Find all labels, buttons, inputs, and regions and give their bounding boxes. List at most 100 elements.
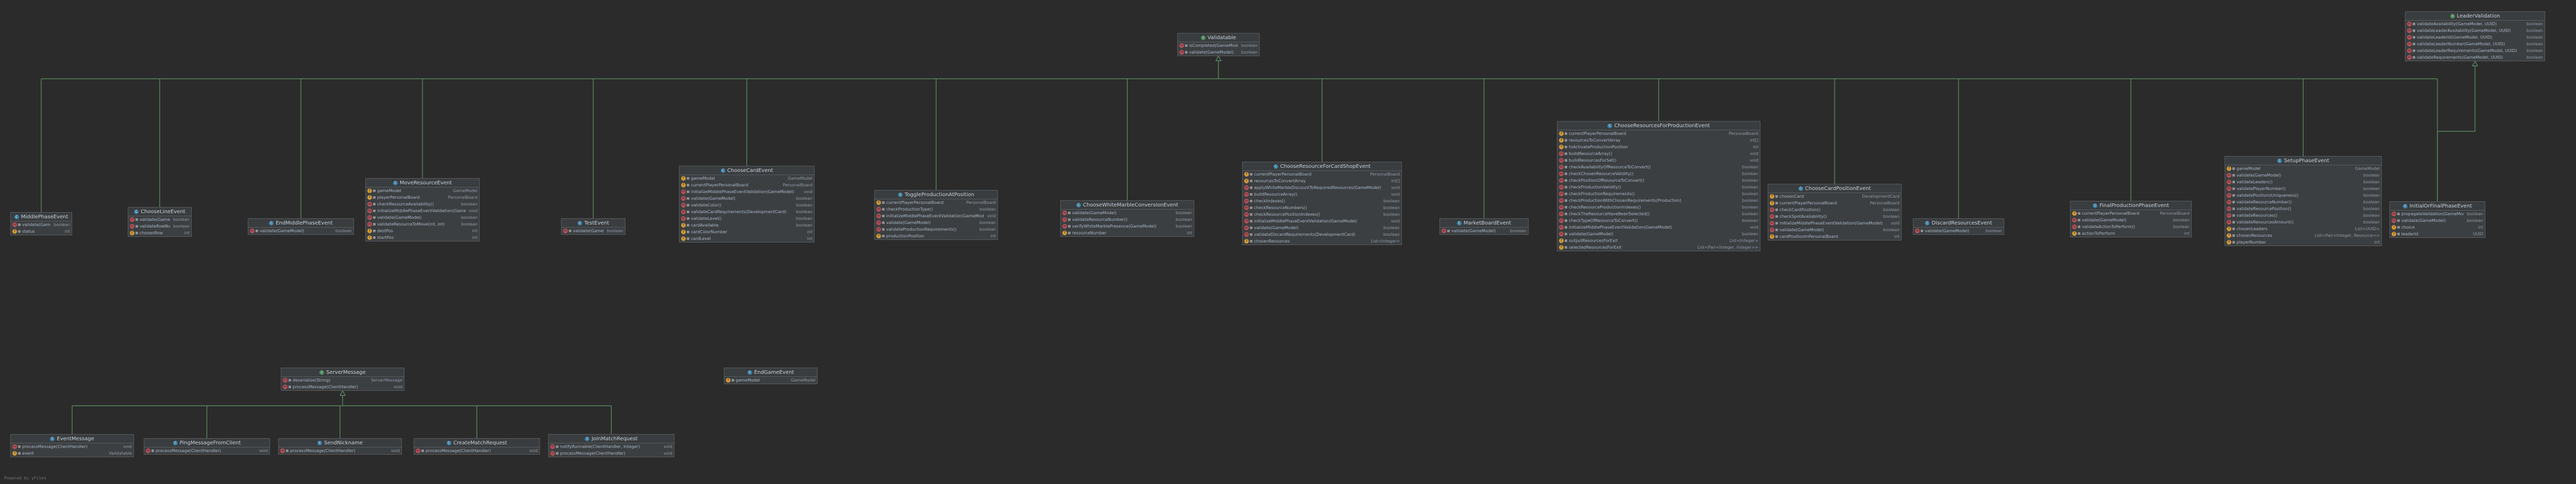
class-icon: C: [1076, 202, 1081, 208]
method-icon: m: [2407, 35, 2412, 40]
visibility-icon: [2232, 187, 2235, 190]
field-icon: f: [1559, 145, 1564, 149]
visibility-icon: [882, 228, 885, 231]
visibility-icon: [2232, 174, 2235, 177]
visibility-icon: [2397, 226, 2400, 229]
visibility-icon: [687, 204, 689, 206]
class-box-choose-line-event[interactable]: CChooseLineEventmvalidate(GameModel)bool…: [128, 207, 192, 237]
member-type: void: [1391, 219, 1400, 223]
visibility-icon: [1775, 215, 1778, 218]
method-icon: m: [2227, 213, 2231, 218]
method-icon: m: [130, 224, 134, 229]
member-name: validateResourceNumber(): [1072, 217, 1128, 222]
class-title: Validatable: [1207, 34, 1236, 41]
member-name: validateRequirements(GameModel, UUID): [2417, 55, 2503, 60]
field-icon: f: [2392, 225, 2396, 230]
method-icon: m: [876, 220, 881, 225]
member-name: validate(GameModel): [377, 215, 422, 220]
class-title: CreateMatchRequest: [453, 440, 507, 446]
class-icon: C: [269, 220, 274, 226]
member-name: validate(GameModel): [2401, 218, 2446, 223]
method-icon: m: [1559, 151, 1564, 156]
member-name: validate(GameModel): [1072, 211, 1117, 215]
member-type: int: [2184, 231, 2190, 236]
visibility-icon: [687, 211, 689, 213]
member-type: void: [987, 214, 996, 218]
field-icon: f: [1559, 131, 1564, 136]
method-icon: m: [681, 189, 686, 194]
member-type: boolean: [1241, 50, 1258, 55]
member-type: GameModel: [788, 176, 812, 181]
class-icon: C: [577, 220, 582, 226]
member-name: validate(GameModel): [1569, 232, 1614, 236]
member-type: List<Integer>: [1370, 239, 1400, 244]
member-name: currentPlayerPersonalBoard: [1569, 131, 1626, 136]
member-name: gameModel: [377, 188, 401, 193]
visibility-icon: [2413, 36, 2415, 39]
member-name: checkProductionRequirements(): [1569, 192, 1635, 196]
method-icon: m: [367, 222, 372, 227]
visibility-icon: [2413, 49, 2415, 52]
member-type: int: [1894, 234, 1900, 239]
member-name: initializeMiddlePhaseEventValidation(Gam…: [1569, 225, 1672, 230]
member-name: checkAvailabilityOfResourceToConvert(): [1569, 165, 1651, 169]
method-icon: m: [550, 451, 555, 456]
class-title: EndMiddlePhaseEvent: [276, 220, 333, 226]
member-name: validate(GameModel): [1925, 229, 1970, 233]
member-type: void: [394, 385, 402, 389]
visibility-icon: [1565, 199, 1567, 202]
class-box-middle-phase-event[interactable]: CMiddlePhaseEventmvalidate(GameModel)boo…: [10, 212, 72, 235]
member-name: validate(GameModel): [140, 217, 171, 222]
field-icon: f: [681, 176, 686, 181]
member-name: checkResourceProductionIndexes(): [1569, 205, 1641, 210]
member-type: boolean: [1742, 178, 1758, 183]
method-icon: m: [2227, 220, 2231, 224]
visibility-icon: [1565, 246, 1567, 249]
class-title: MiddlePhaseEvent: [21, 214, 69, 220]
inheritance-arrowhead: [339, 390, 346, 396]
visibility-icon: [289, 386, 291, 388]
visibility-icon: [1775, 235, 1778, 238]
method-icon: m: [1559, 205, 1564, 210]
member-name: validate(GameModel): [2082, 218, 2127, 222]
visibility-icon: [1250, 213, 1252, 216]
